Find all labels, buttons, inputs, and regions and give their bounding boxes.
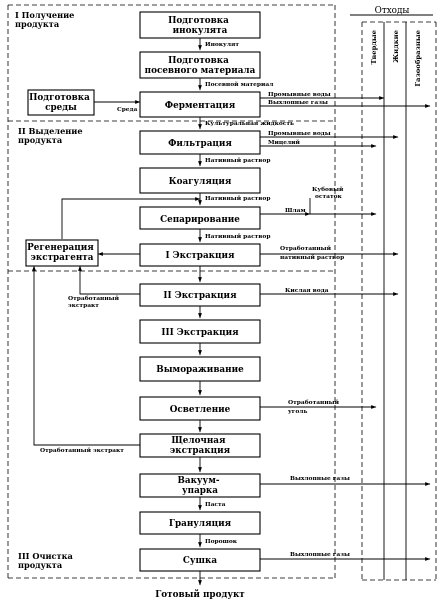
box-coagulation: Коагуляция [139,167,261,194]
box-freezing: Вымораживание [139,356,261,382]
box-media-prep: Подготовка среды [27,89,95,116]
stage-title-1: I Получение продукта [15,10,77,29]
waste-labels: Промывные воды Выхлопные газы Промывные … [268,91,350,558]
waste-wash-water-1: Промывные воды [268,91,331,98]
waste-flows [260,96,431,561]
final-product: Готовый продукт [155,589,245,600]
label-native-solution-1: Нативный раствор [205,157,270,164]
box-regeneration: Регенерация экстрагента [25,239,99,267]
box-extraction-1: I Экстракция [139,243,261,267]
svg-text:Подготовка посевного мат: Подготовка посевного материала [145,56,256,76]
label-medium: Среда [117,106,137,113]
waste-spent-coal: Отработанный уголь [288,399,341,415]
box-alkaline-extraction: Щелочная экстракция [139,433,261,458]
waste-exhaust-1: Выхлопные газы [268,99,328,106]
label-spent-extract-left: Отработанный экстракт [68,295,121,309]
waste-exhaust-2: Выхлопные газы [290,475,350,482]
svg-text:Фильтрация: Фильтрация [168,139,232,149]
box-extraction-3: III Экстракция [139,319,261,344]
svg-text:Вымораживание: Вымораживание [156,365,244,375]
label-culture-liquid: Культуральная жидкость [205,120,294,127]
box-extraction-2: II Экстракция [139,283,261,307]
label-seed-material: Посевной материал [205,81,273,88]
column-solid: Твердые [370,29,378,64]
stage-title-2: II Выделение продукта [18,126,85,145]
column-gaseous: Газообразные [414,29,422,86]
box-separation: Сепарирование [139,206,261,230]
waste-header: Отходы [375,6,410,16]
label-inoculum: Инокулят [205,41,239,48]
waste-wash-water-2: Промывные воды [268,130,331,137]
svg-text:Регенерация экстрагента: Регенерация экстрагента [27,243,97,263]
main-flow [32,38,202,586]
label-native-solution-3: Нативный раствор [205,233,270,240]
waste-collector: Отходы Твердые Жидкие Газообразные [350,6,437,581]
waste-mycelium: Мицелий [268,139,301,146]
waste-spent-native: Отработанный нативный раствор [280,245,344,261]
box-vacuum-evaporation: Вакуум- упарка [139,473,261,498]
column-liquid: Жидкие [392,29,400,62]
svg-text:Ферментация: Ферментация [165,101,236,111]
label-paste: Паста [205,501,226,508]
svg-text:Грануляция: Грануляция [169,519,232,529]
svg-text:Щелочная экстракция: Щелочная экстракция [170,436,231,456]
svg-text:Подготовка среды: Подготовка среды [29,93,93,113]
svg-text:I Экстракция: I Экстракция [165,251,235,261]
box-inoculum-prep: Подготовка инокулята [139,11,261,39]
label-native-solution-2: Нативный раствор [205,195,270,202]
waste-sludge: Шлам [285,207,306,214]
svg-text:II Экстракция: II Экстракция [163,291,237,301]
svg-text:Осветление: Осветление [170,405,231,415]
svg-text:Сушка: Сушка [183,556,217,566]
waste-acid-water: Кислая вода [285,287,329,294]
waste-exhaust-3: Выхлопные газы [290,551,350,558]
box-granulation: Грануляция [139,511,261,535]
svg-text:Сепарирование: Сепарирование [160,215,240,225]
box-drying: Сушка [139,548,261,572]
stage-frames [7,4,336,579]
stage-title-3: III Очистка продукта [18,551,76,570]
box-clarification: Осветление [139,396,261,421]
svg-text:Коагуляция: Коагуляция [169,177,232,187]
box-filtration: Фильтрация [139,130,261,155]
flow-labels: Инокулят Посевной материал Среда Культур… [40,41,294,545]
svg-text:Вакуум- упарка: Вакуум- упарка [177,476,222,496]
svg-text:III Экстракция: III Экстракция [161,328,239,338]
label-spent-extract-bottom: Отработанный экстракт [40,447,124,454]
waste-cube-residue: Кубовый остаток [312,186,345,200]
box-fermentation: Ферментация [139,91,261,118]
label-powder: Порошок [205,538,238,545]
svg-text:Подготовка инокулята: Подготовка инокулята [168,16,232,36]
box-seed-prep: Подготовка посевного материала [139,51,261,79]
